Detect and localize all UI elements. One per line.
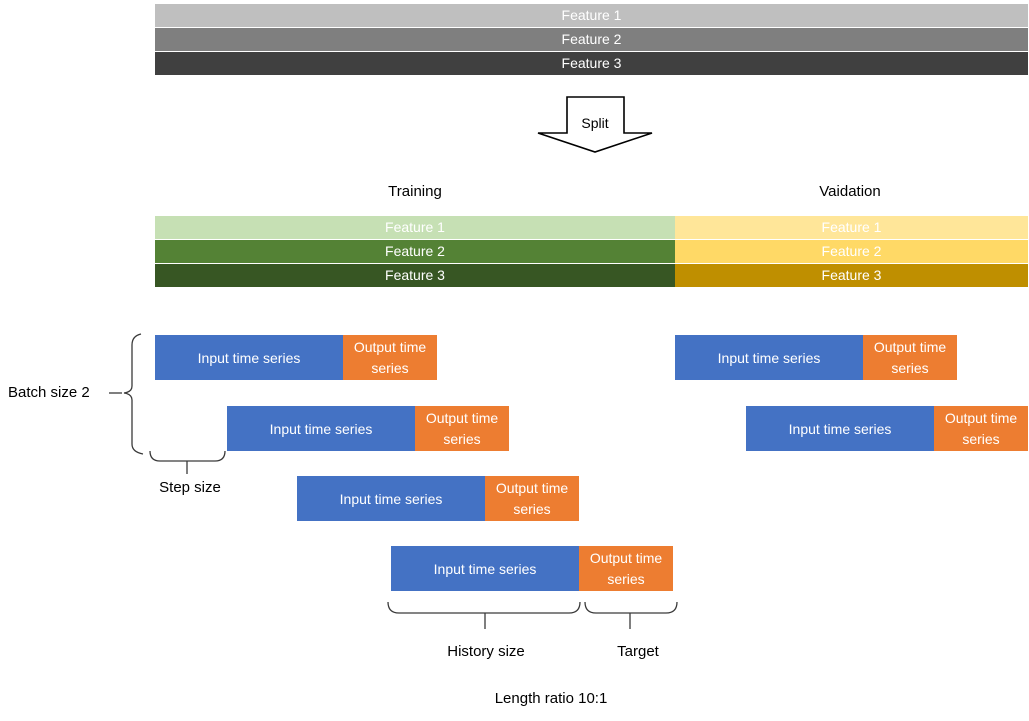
training-title: Training <box>388 183 442 200</box>
split-arrow-label: Split <box>581 115 609 131</box>
step-size-label: Step size <box>159 479 221 496</box>
output-time-series-box: Output time series <box>863 335 957 380</box>
input-time-series-box: Input time series <box>297 476 485 521</box>
history-size-brace <box>387 601 581 614</box>
source-feature-bar-2: Feature 2 <box>155 28 1028 51</box>
target-label: Target <box>617 643 659 660</box>
output-time-series-box: Output time series <box>415 406 509 451</box>
input-time-series-box: Input time series <box>227 406 415 451</box>
source-feature-bar-1: Feature 1 <box>155 4 1028 27</box>
input-time-series-box: Input time series <box>391 546 579 591</box>
validation-title: Vaidation <box>819 183 881 200</box>
training-window-4: Input time series Output time series <box>391 546 673 591</box>
input-time-series-box: Input time series <box>155 335 343 380</box>
output-time-series-box: Output time series <box>579 546 673 591</box>
training-window-2: Input time series Output time series <box>227 406 509 451</box>
validation-window-1: Input time series Output time series <box>675 335 957 380</box>
output-time-series-box: Output time series <box>343 335 437 380</box>
validation-feature-bar-1: Feature 1 <box>675 216 1028 239</box>
training-window-1: Input time series Output time series <box>155 335 437 380</box>
history-size-label: History size <box>447 643 525 660</box>
training-feature-bar-1: Feature 1 <box>155 216 675 239</box>
validation-window-2: Input time series Output time series <box>746 406 1028 451</box>
training-window-3: Input time series Output time series <box>297 476 579 521</box>
step-size-brace <box>149 450 226 462</box>
input-time-series-box: Input time series <box>675 335 863 380</box>
batch-size-label: Batch size 2 <box>8 384 90 401</box>
validation-feature-bar-3: Feature 3 <box>675 264 1028 287</box>
input-time-series-box: Input time series <box>746 406 934 451</box>
source-feature-bar-3: Feature 3 <box>155 52 1028 75</box>
training-feature-bar-3: Feature 3 <box>155 264 675 287</box>
output-time-series-box: Output time series <box>485 476 579 521</box>
validation-feature-bar-2: Feature 2 <box>675 240 1028 263</box>
output-time-series-box: Output time series <box>934 406 1028 451</box>
batch-size-brace <box>123 333 144 455</box>
training-feature-bar-2: Feature 2 <box>155 240 675 263</box>
target-brace <box>584 601 678 614</box>
length-ratio-label: Length ratio 10:1 <box>494 690 608 707</box>
